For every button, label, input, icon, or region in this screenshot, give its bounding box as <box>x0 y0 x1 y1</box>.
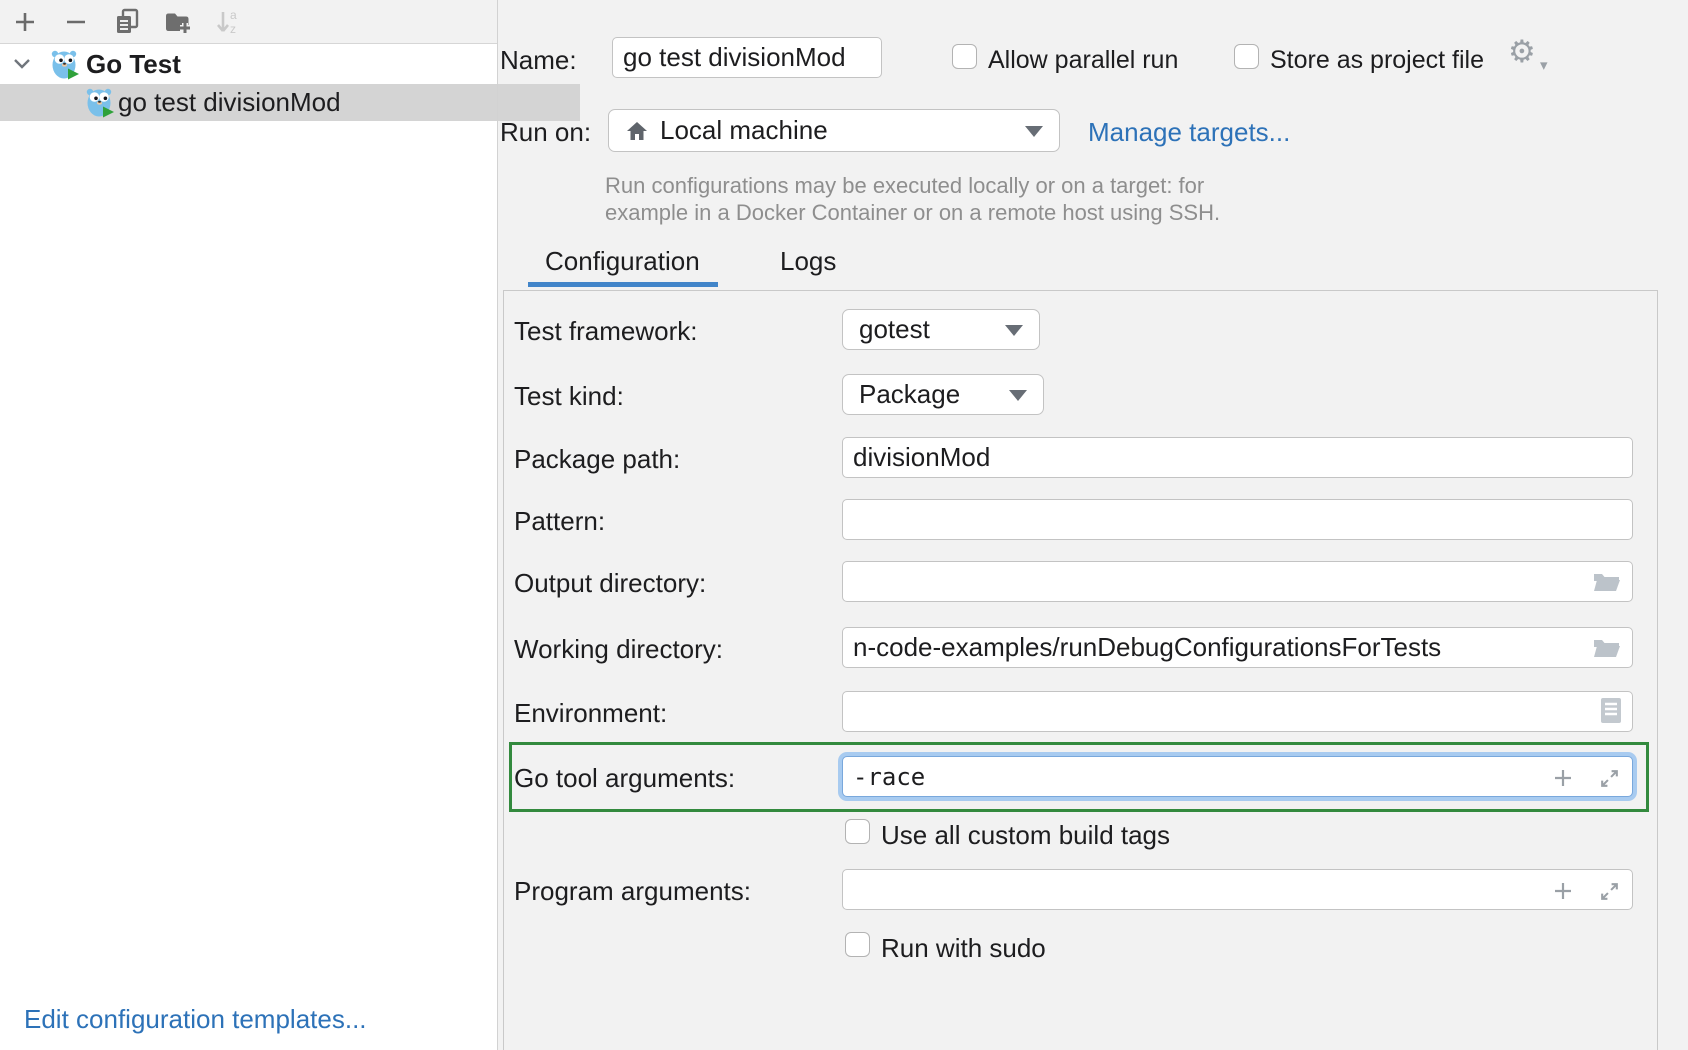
new-folder-icon <box>166 13 190 33</box>
expand-go-tool-arguments-button[interactable] <box>1594 765 1624 791</box>
package-path-label: Package path: <box>514 444 681 474</box>
expand-program-arguments-button[interactable] <box>1594 878 1624 904</box>
test-kind-value: Package <box>859 379 961 409</box>
run-on-label: Run on: <box>500 117 592 147</box>
gear-dropdown-caret-icon: ▾ <box>1540 57 1548 74</box>
svg-text:z: z <box>230 22 236 36</box>
new-folder-button[interactable] <box>163 7 193 37</box>
add-program-argument-button[interactable] <box>1548 878 1578 904</box>
test-framework-select[interactable]: gotest <box>842 309 1040 350</box>
use-all-custom-build-tags-label: Use all custom build tags <box>881 820 1171 850</box>
output-directory-label: Output directory: <box>514 568 707 598</box>
go-tool-arguments-label: Go tool arguments: <box>514 763 736 793</box>
panel-divider <box>497 0 498 1050</box>
run-on-value: Local machine <box>660 115 828 145</box>
sidebar-toolbar: a z <box>0 0 497 44</box>
working-directory-label: Working directory: <box>514 634 724 664</box>
use-all-custom-build-tags-checkbox[interactable] <box>845 819 870 844</box>
tree-item-go-test-divisionmod[interactable]: go test divisionMod <box>0 84 580 121</box>
plus-icon <box>16 12 34 31</box>
active-tab-indicator <box>528 282 718 287</box>
run-with-sudo-checkbox[interactable] <box>845 932 870 957</box>
go-tool-arguments-highlight <box>509 742 1649 812</box>
settings-gear-icon[interactable]: ⚙ <box>1508 34 1536 69</box>
open-folder-icon <box>1594 574 1620 591</box>
program-arguments-input[interactable] <box>842 869 1633 910</box>
configurations-sidebar: a z Go Test <box>0 0 580 1050</box>
store-as-project-file-checkbox[interactable] <box>1234 44 1259 69</box>
dropdown-caret-icon <box>1025 125 1043 137</box>
name-label: Name: <box>500 45 577 75</box>
pattern-input[interactable] <box>842 499 1633 540</box>
test-kind-label: Test kind: <box>514 381 624 411</box>
home-icon <box>627 121 647 140</box>
add-go-tool-argument-button[interactable] <box>1548 765 1578 791</box>
run-with-sudo-label: Run with sudo <box>881 933 1046 963</box>
output-directory-input[interactable] <box>842 561 1633 602</box>
edit-environment-variables-button[interactable] <box>1596 697 1626 723</box>
tree-item-label: go test divisionMod <box>118 87 341 117</box>
allow-parallel-run-checkbox[interactable] <box>952 44 977 69</box>
svg-text:a: a <box>230 8 237 22</box>
tree-group-go-test[interactable]: Go Test <box>0 45 509 83</box>
copy-configuration-button[interactable] <box>112 7 142 37</box>
manage-targets-link[interactable]: Manage targets... <box>1088 117 1291 147</box>
go-tool-arguments-input[interactable] <box>842 756 1633 797</box>
browse-working-directory-button[interactable] <box>1592 635 1622 661</box>
run-on-select[interactable]: Local machine <box>608 109 1060 152</box>
name-input[interactable] <box>612 37 882 78</box>
dropdown-caret-icon <box>1009 389 1027 401</box>
store-as-project-file-label: Store as project file <box>1270 46 1484 74</box>
copy-icon <box>117 8 139 33</box>
plus-icon <box>1555 770 1571 786</box>
chevron-down-icon <box>14 59 30 69</box>
tab-logs[interactable]: Logs <box>780 246 837 276</box>
sort-alpha-icon: a z <box>217 8 237 36</box>
expand-icon <box>1600 882 1618 900</box>
test-framework-label: Test framework: <box>514 316 698 346</box>
add-configuration-button[interactable] <box>10 7 40 37</box>
plus-icon <box>1555 883 1571 899</box>
pattern-label: Pattern: <box>514 506 606 536</box>
dropdown-caret-icon <box>1005 324 1023 336</box>
tab-configuration[interactable]: Configuration <box>545 246 700 276</box>
test-kind-select[interactable]: Package <box>842 374 1044 415</box>
package-path-input[interactable] <box>842 437 1633 478</box>
allow-parallel-run-label: Allow parallel run <box>988 46 1179 74</box>
environment-label: Environment: <box>514 698 668 728</box>
working-directory-input[interactable] <box>842 627 1633 668</box>
edit-configuration-templates-link[interactable]: Edit configuration templates... <box>24 1004 367 1034</box>
go-test-gopher-icon <box>51 50 79 79</box>
run-on-help-text: Run configurations may be executed local… <box>605 173 1221 225</box>
tree-group-label: Go Test <box>86 48 181 79</box>
program-arguments-label: Program arguments: <box>514 876 751 906</box>
test-framework-value: gotest <box>859 314 930 344</box>
expand-icon <box>1600 769 1618 787</box>
configuration-panel <box>503 290 1658 1050</box>
environment-variables-icon <box>1601 697 1621 723</box>
open-folder-icon <box>1594 640 1620 657</box>
go-test-gopher-icon <box>86 88 114 118</box>
remove-configuration-button[interactable] <box>61 7 91 37</box>
browse-output-directory-button[interactable] <box>1592 569 1622 595</box>
environment-input[interactable] <box>842 691 1633 732</box>
sort-configurations-button[interactable]: a z <box>214 7 244 37</box>
minus-icon <box>67 20 85 23</box>
